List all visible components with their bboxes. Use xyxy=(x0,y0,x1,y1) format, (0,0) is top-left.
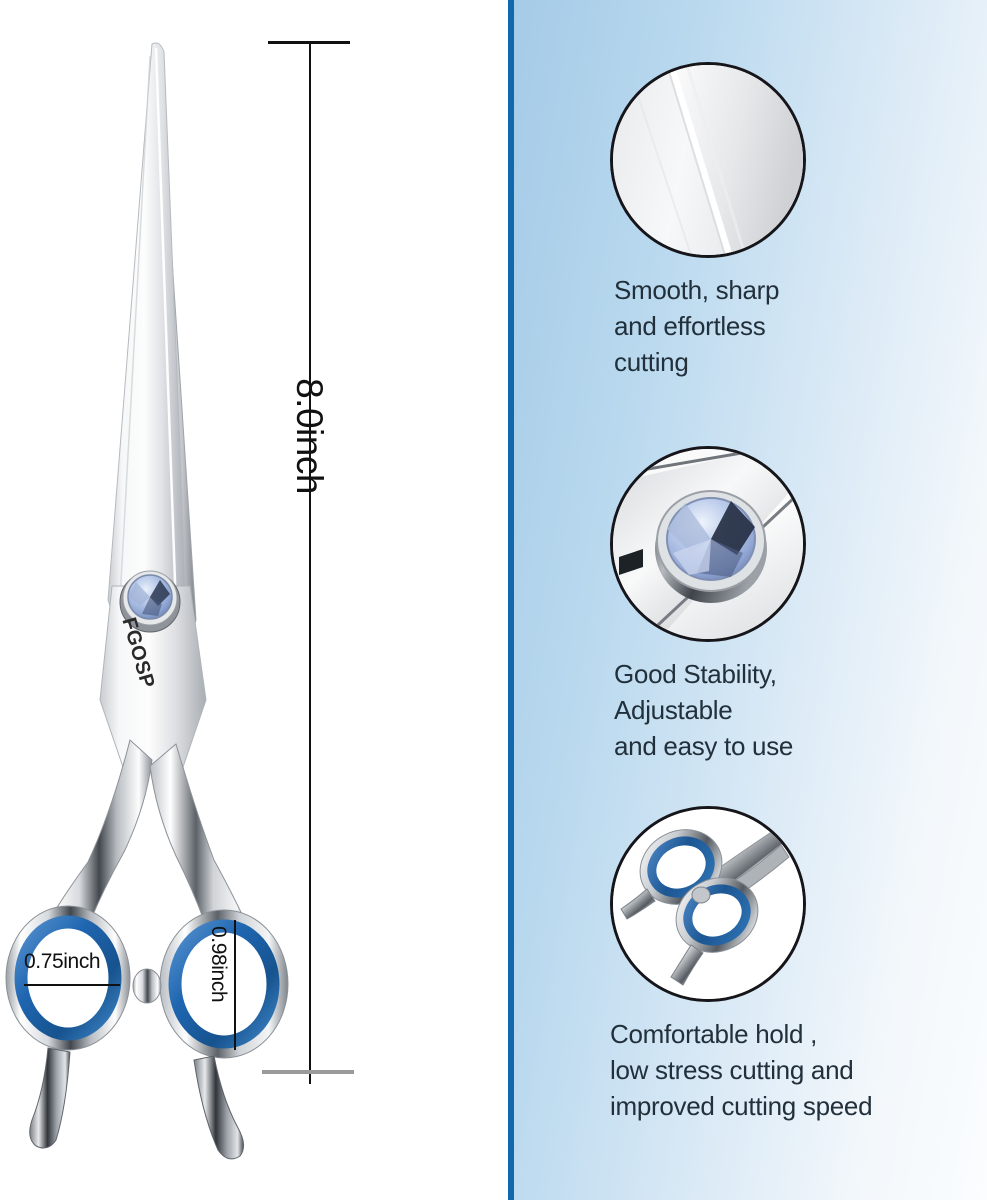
small-ring-dimension-line xyxy=(24,984,120,986)
scissors-left-finger-rest xyxy=(29,1047,71,1149)
blade-spine-line xyxy=(119,55,151,601)
large-ring-label: 0.98inch xyxy=(207,926,230,1003)
feature-item: Smooth, sharp and effortless cutting xyxy=(514,62,987,380)
scissors-left-finger-ring xyxy=(5,905,131,1051)
scissors-tension-screw xyxy=(119,570,181,633)
small-ring-dimension: 0.75inch xyxy=(24,950,120,995)
large-ring-dimension: 0.98inch xyxy=(196,920,252,1050)
small-ring-label: 0.75inch xyxy=(24,950,101,973)
overall-length-dimension: 8.0inch xyxy=(262,30,354,1084)
tension-screw-gem-closeup-icon xyxy=(613,449,803,639)
features-panel: Smooth, sharp and effortless cutting xyxy=(514,0,987,1200)
feature-image-tension-screw xyxy=(610,446,806,642)
feature-item: Comfortable hold , low stress cutting an… xyxy=(514,806,987,1124)
panel-divider xyxy=(508,0,514,1200)
dimension-cap-bottom xyxy=(262,1070,354,1074)
dimension-line-vertical xyxy=(309,42,311,1084)
scissors-right-finger-rest xyxy=(193,1055,244,1160)
overall-length-label: 8.0inch xyxy=(289,378,330,494)
feature-image-blade-edge xyxy=(610,62,806,258)
scissor-handles-closeup-icon xyxy=(613,809,803,999)
feature-caption: Comfortable hold , low stress cutting an… xyxy=(610,1019,873,1121)
scissors-product-image: FGOSP xyxy=(0,0,300,1200)
large-ring-dimension-line xyxy=(234,920,236,1050)
feature-caption: Smooth, sharp and effortless cutting xyxy=(614,275,780,377)
blade-edge-highlight xyxy=(154,47,178,611)
product-photo-panel: FGOSP 8.0inch 0.75inch 0.98inch xyxy=(0,0,354,1200)
feature-image-handles xyxy=(610,806,806,1002)
scissors-ring-joint-pin xyxy=(132,968,162,1004)
feature-item: Good Stability, Adjustable and easy to u… xyxy=(514,446,987,764)
blade-edge-closeup-icon xyxy=(613,65,803,255)
scissors-illustration xyxy=(5,42,289,1160)
feature-caption: Good Stability, Adjustable and easy to u… xyxy=(614,659,794,761)
